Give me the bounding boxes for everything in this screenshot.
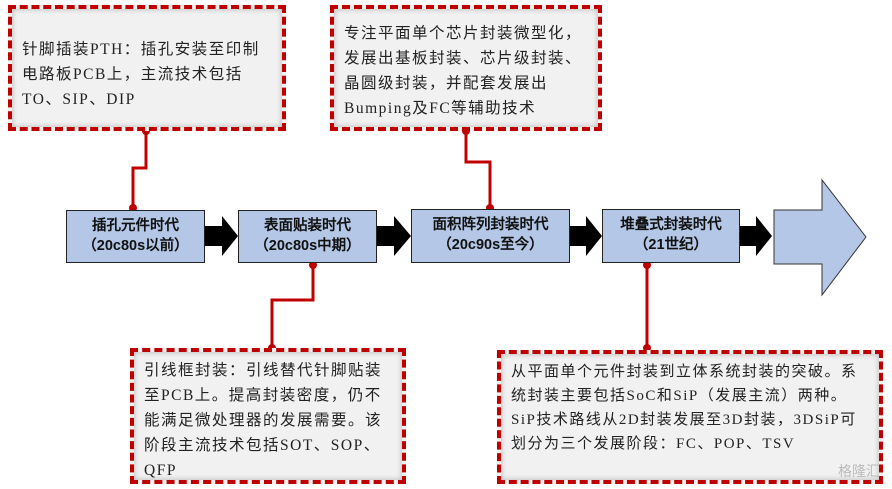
arrow-4 bbox=[740, 216, 772, 256]
note-surface-mount: 引线框封装：引线替代针脚贴装至PCB上。提高封装密度，仍不能满足微处理器的发展需… bbox=[130, 348, 406, 484]
note-pth: 针脚插装PTH：插孔安装至印制电路板PCB上，主流技术包括TO、SIP、DIP bbox=[8, 5, 286, 131]
arrow-1 bbox=[205, 216, 238, 256]
arrow-2 bbox=[377, 216, 411, 256]
era-name: 堆叠式封装时代 bbox=[620, 217, 722, 233]
watermark: 格隆汇 bbox=[838, 464, 880, 480]
era-surface-mount: 表面贴装时代 （20c80s中期） bbox=[238, 210, 377, 263]
era-name: 插孔元件时代 bbox=[92, 218, 179, 234]
era-area-array: 面积阵列封装时代 （20c90s至今） bbox=[411, 209, 570, 263]
note-area-array: 专注平面单个芯片封装微型化，发展出基板封装、芯片级封装、晶圆级封装，并配套发展出… bbox=[330, 5, 602, 131]
era-stacked: 堆叠式封装时代 （21世纪） bbox=[602, 209, 740, 263]
era-through-hole: 插孔元件时代 （20c80s以前） bbox=[66, 210, 205, 263]
era-period: （20c80s以前） bbox=[82, 238, 189, 254]
era-period: （20c90s至今） bbox=[437, 237, 544, 253]
arrow-3 bbox=[570, 216, 602, 256]
future-arrow bbox=[773, 178, 867, 297]
note-stacked: 从平面单个元件封装到立体系统封装的突破。系统封装主要包括SoC和SiP（发展主流… bbox=[497, 350, 883, 484]
era-name: 表面贴装时代 bbox=[264, 218, 351, 234]
era-name: 面积阵列封装时代 bbox=[432, 217, 549, 233]
era-period: （20c80s中期） bbox=[254, 238, 361, 254]
connector-pth bbox=[131, 130, 148, 210]
connector-smt bbox=[270, 263, 315, 350]
era-period: （21世纪） bbox=[633, 237, 709, 253]
connector-area bbox=[464, 130, 492, 210]
